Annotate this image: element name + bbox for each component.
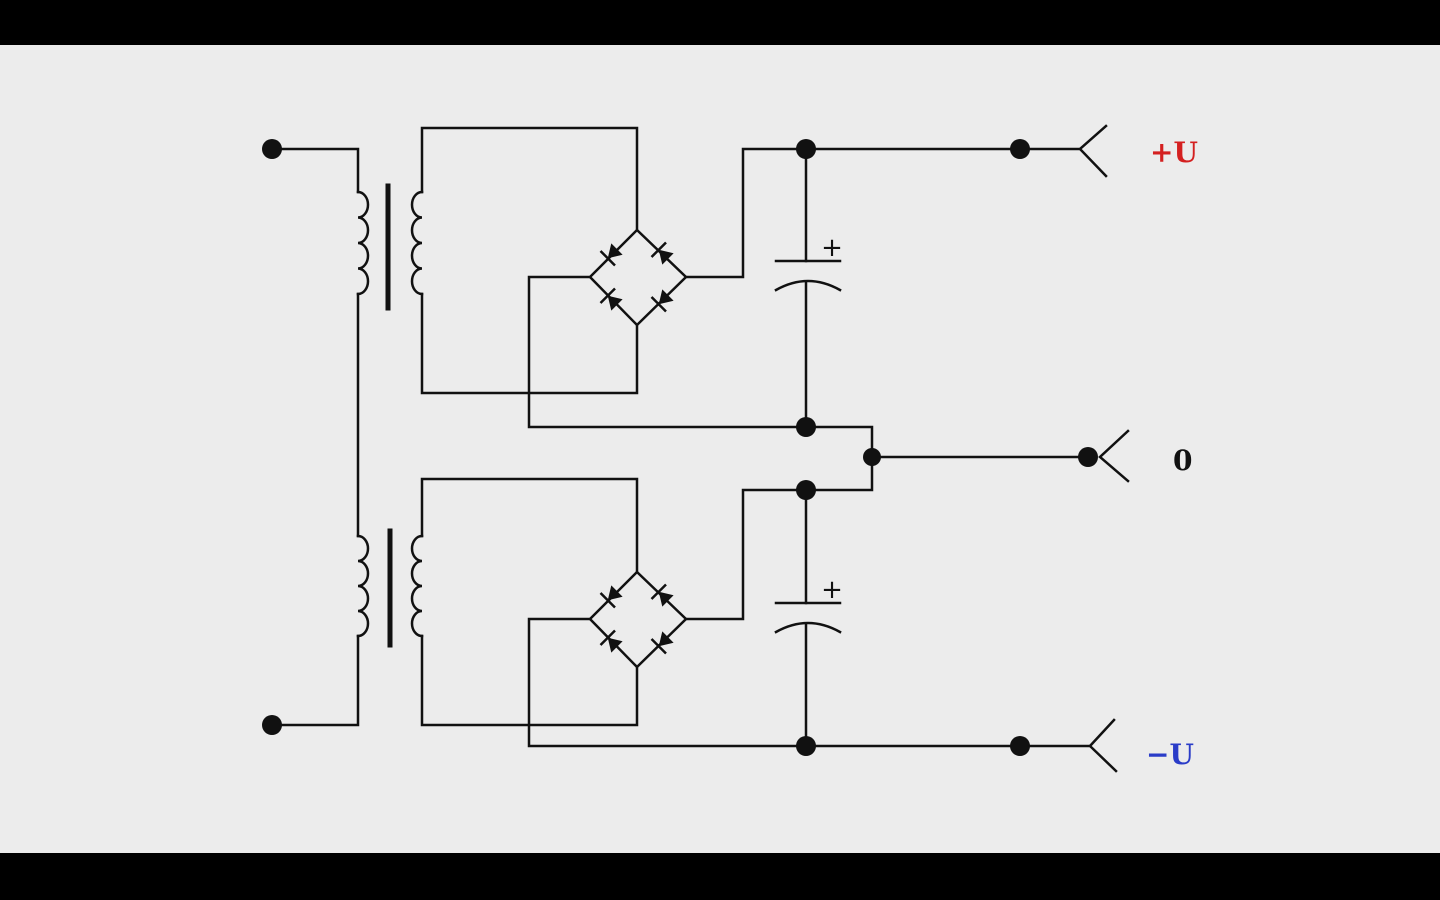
diode-upper-3 (599, 287, 623, 311)
junction-dot (796, 139, 816, 159)
input-terminal-top (262, 139, 282, 159)
capacitor-upper-plus-mark: + (821, 233, 843, 263)
transformer-2 (356, 528, 424, 648)
output-connector-minus (1088, 718, 1118, 773)
junction-dot (1078, 447, 1098, 467)
capacitor-upper (774, 259, 842, 292)
bridge-rectifier-upper (588, 228, 688, 327)
diode-upper-4 (650, 289, 674, 313)
bridge-rectifier-lower (588, 570, 688, 669)
output-wiring (870, 147, 1092, 748)
transformer-1 (356, 183, 424, 311)
transformer-2-secondary-coil (410, 534, 424, 638)
output-connector-plus (1078, 124, 1108, 178)
capacitor-lower-plus-mark: + (821, 575, 843, 605)
output-label-zero: 0 (1173, 444, 1193, 477)
capacitor-lower (774, 601, 842, 634)
dual-power-supply-schematic: + + (262, 124, 1130, 773)
junction-dot (863, 448, 881, 466)
transformer-1-secondary-coil (410, 190, 424, 296)
output-connector-zero (1098, 429, 1130, 483)
primary-input-wiring (270, 147, 360, 727)
diode-lower-1 (599, 585, 623, 609)
upper-secondary-wiring (420, 126, 1022, 459)
input-terminal-bottom (262, 715, 282, 735)
junction-dot (1010, 736, 1030, 756)
output-label-plus: +U (1150, 136, 1198, 169)
diode-lower-2 (650, 583, 674, 607)
junction-dot (1010, 139, 1030, 159)
junction-dot (796, 736, 816, 756)
transformer-2-primary-coil (356, 534, 370, 638)
lower-secondary-wiring (420, 455, 1022, 748)
diode-upper-2 (650, 241, 674, 265)
junction-dot (796, 417, 816, 437)
schematic-canvas: + + +U 0 −U (0, 45, 1440, 853)
diode-upper-1 (599, 243, 623, 267)
diode-lower-4 (650, 631, 674, 655)
transformer-1-primary-coil (356, 190, 370, 296)
diode-lower-3 (599, 629, 623, 653)
letterbox-top (0, 0, 1440, 45)
output-label-minus: −U (1146, 738, 1194, 771)
letterbox-bottom (0, 853, 1440, 900)
junction-dot (796, 480, 816, 500)
